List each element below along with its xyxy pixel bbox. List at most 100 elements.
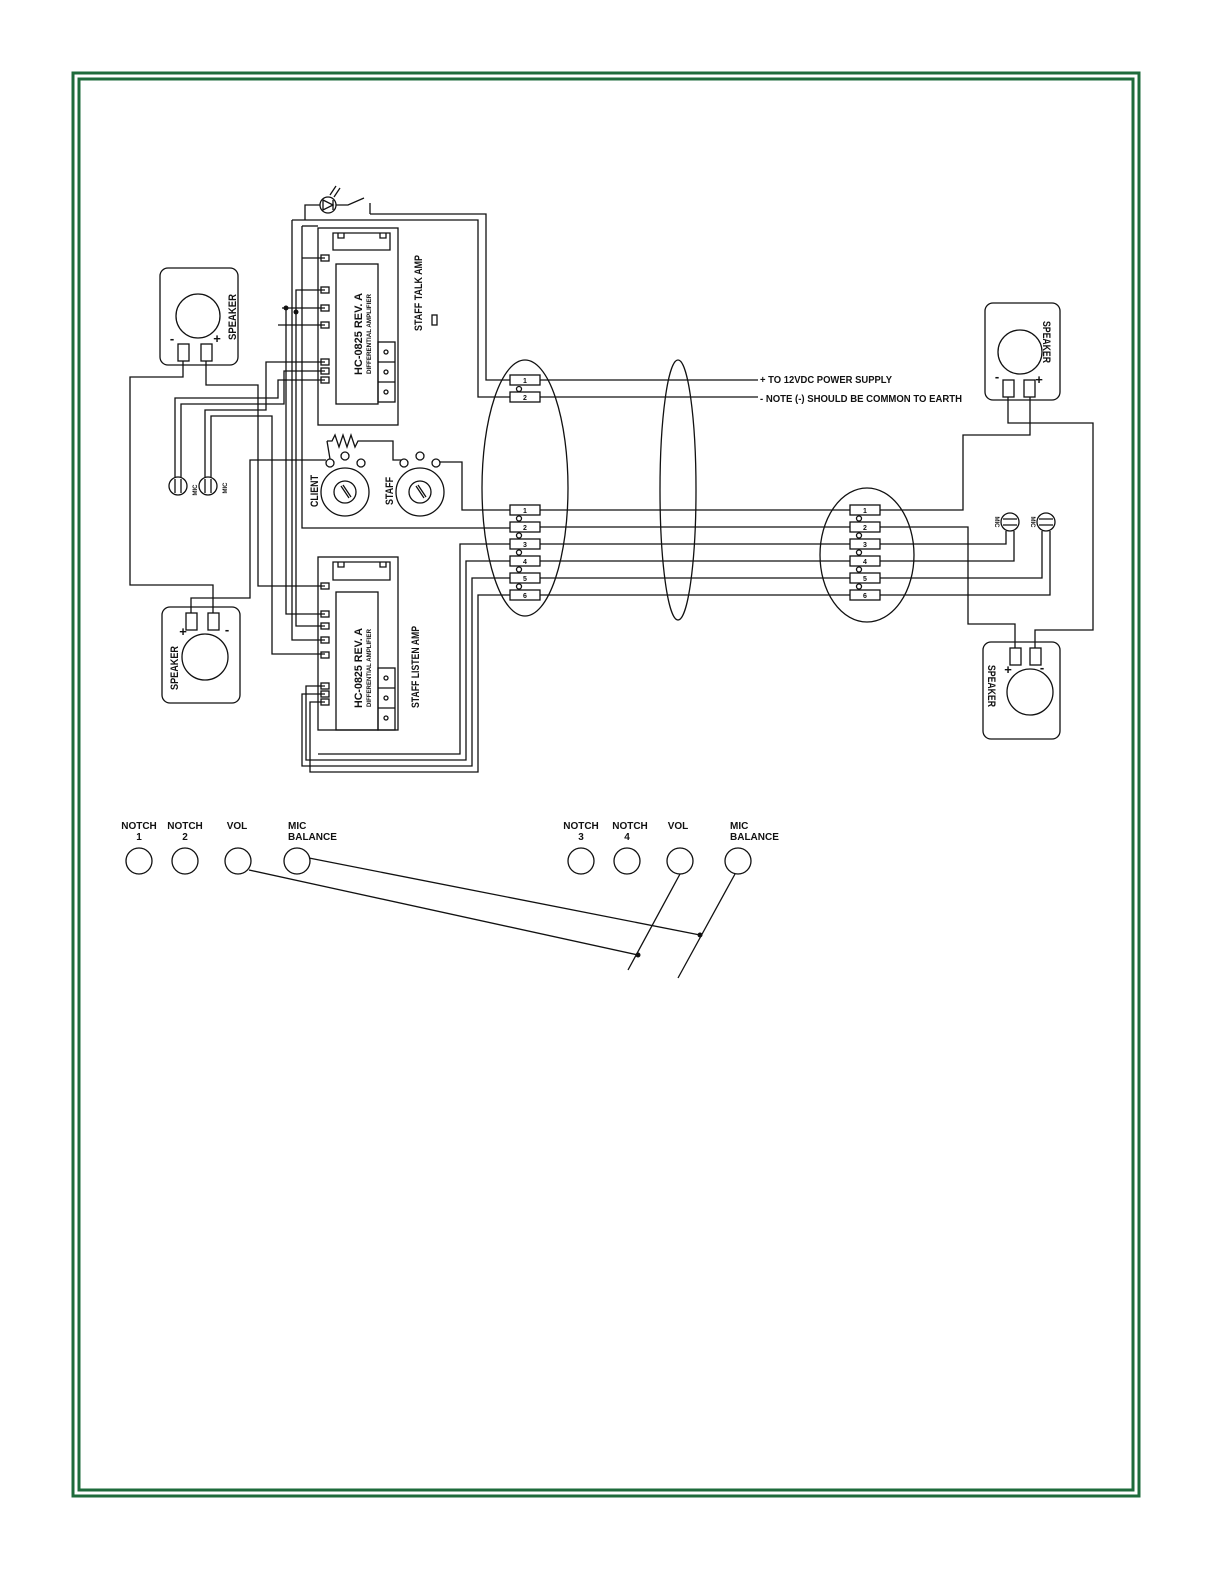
terminal-number: 5 (863, 576, 867, 583)
terminal-screw (855, 549, 863, 556)
terminal-screw (855, 583, 863, 590)
power-note-positive: + TO 12VDC POWER SUPPLY (760, 375, 892, 386)
amp-terminal-block (377, 667, 396, 731)
wire-right-speaker-link (1007, 397, 1094, 648)
terminal (849, 521, 881, 533)
terminal (849, 555, 881, 567)
wire-led-left (304, 204, 320, 220)
speaker-box (159, 267, 239, 366)
speaker-terminal-plus (1023, 379, 1036, 398)
housing-wires (291, 213, 510, 641)
terminal (849, 589, 881, 601)
wire-listen-out-5 (301, 577, 510, 767)
speaker-cone (175, 293, 221, 339)
control-knob (171, 847, 199, 875)
pot-lug (356, 458, 366, 468)
terminal-number: 2 (523, 525, 527, 532)
terminal (509, 391, 541, 403)
wire-housing-outer-left (291, 220, 325, 641)
pot-shaft (333, 480, 357, 504)
speaker-cone (997, 329, 1043, 375)
terminal-screw (855, 566, 863, 573)
control-knob (724, 847, 752, 875)
control-label: VOL (227, 821, 248, 832)
control-label: NOTCH (121, 821, 157, 832)
terminal-screw (515, 515, 523, 522)
control-leader-lines (248, 857, 736, 979)
terminal (509, 504, 541, 516)
wire-right-5 (880, 531, 1043, 579)
speaker-terminal-plus (200, 343, 213, 362)
terminal-screw (855, 532, 863, 539)
control-label: NOTCH (167, 821, 203, 832)
right-wiring (880, 397, 1094, 648)
pot-lug (399, 458, 409, 468)
amp-board (317, 227, 399, 426)
terminal (849, 538, 881, 550)
pot-shaft (408, 480, 432, 504)
amp-title: STAFF TALK AMP (413, 255, 425, 331)
speaker-top-left: SPEAKER - + (159, 267, 239, 366)
mic-label: MIC (993, 517, 999, 529)
border-outer (71, 71, 1141, 1498)
mic-left-1: MIC (168, 476, 199, 496)
mic-element (1003, 518, 1017, 526)
amp-model: HC-0825 REV. A (353, 293, 365, 375)
amp-top-component (332, 561, 391, 581)
terminal-number: 4 (523, 559, 527, 566)
terminal (849, 504, 881, 516)
pot-lug (340, 451, 350, 461)
amp-subtitle: DIFFERENTIAL AMPLIFIER (367, 628, 373, 707)
control-notch-2: NOTCH 2 (167, 821, 203, 875)
control-label: BALANCE (730, 832, 779, 843)
mic-element (1039, 518, 1053, 526)
pot-lug (325, 458, 335, 468)
wire-power-negative (292, 219, 510, 398)
terminal-number: 1 (523, 508, 527, 515)
control-mic-balance-2: MIC BALANCE (724, 821, 779, 875)
mic-icon (1000, 512, 1020, 532)
terminal (509, 374, 541, 386)
speaker-cone (181, 633, 229, 681)
led-diode-symbol (322, 198, 335, 212)
amp-top-component (332, 232, 391, 251)
control-mic-balance-1: MIC BALANCE (283, 821, 337, 875)
speaker-minus-label: - (995, 369, 999, 384)
terminal-number: 3 (863, 542, 867, 549)
control-label: MIC (288, 821, 306, 832)
terminal (509, 555, 541, 567)
speaker-minus-label: - (1040, 660, 1044, 675)
speaker-plus-label: + (213, 331, 221, 346)
mic-element (174, 479, 182, 493)
speaker-terminal-minus (177, 343, 190, 362)
terminal-number: 6 (523, 593, 527, 600)
amp-module (335, 263, 379, 405)
speaker-terminal-minus (207, 612, 220, 631)
terminal-number: 3 (523, 542, 527, 549)
control-knob (283, 847, 311, 875)
control-label: 4 (624, 832, 630, 843)
mic-right-1: MIC (993, 512, 1020, 532)
power-note-negative: - NOTE (-) SHOULD BE COMMON TO EARTH (760, 394, 962, 405)
wire-housing-left (301, 226, 510, 529)
pot-client: CLIENT (309, 432, 402, 517)
speaker-plus-label: + (1004, 662, 1012, 677)
control-knob (224, 847, 252, 875)
speaker-label: SPEAKER (227, 294, 239, 340)
control-label: MIC (730, 821, 748, 832)
speaker-top-right: SPEAKER - + (984, 302, 1061, 401)
left-wiring (129, 257, 510, 773)
speaker-plus-label: + (1035, 372, 1043, 387)
pot-lug (415, 451, 425, 461)
speaker-terminal-plus (185, 612, 198, 631)
speaker-minus-label: - (170, 331, 174, 346)
leader-mic-balance-left (308, 857, 701, 936)
control-label: BALANCE (288, 832, 337, 843)
control-knob (567, 847, 595, 875)
mic-left-2: MIC (198, 476, 229, 496)
led-emission-arrows (329, 185, 341, 198)
wire-power-positive (370, 213, 510, 381)
control-label: NOTCH (563, 821, 599, 832)
staff-talk-amp: HC-0825 REV. A DIFFERENTIAL AMPLIFIER ST… (317, 227, 438, 426)
